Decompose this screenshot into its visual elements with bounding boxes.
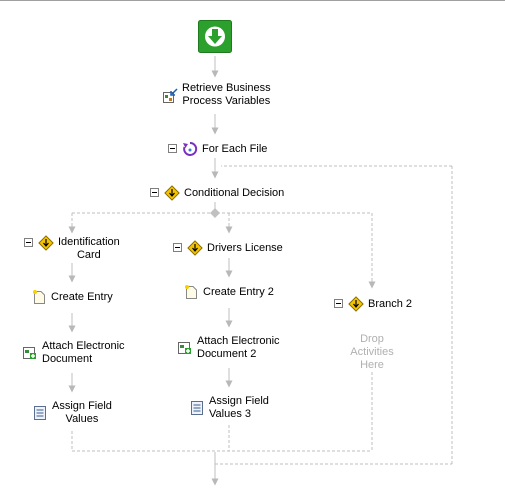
loop-icon xyxy=(182,141,198,157)
activity-retrieve-variables[interactable]: Retrieve Business Process Variables xyxy=(162,82,271,108)
assign-field-3-line2: Values 3 xyxy=(209,408,251,420)
activity-assign-field-values-3[interactable]: Assign Field Values 3 xyxy=(189,395,269,421)
attach-doc-2-line1: Attach Electronic xyxy=(197,335,280,347)
collapse-toggle[interactable] xyxy=(24,238,33,247)
conditional-label: Conditional Decision xyxy=(184,187,285,199)
activity-attach-electronic-document[interactable]: Attach Electronic Document xyxy=(22,340,125,366)
branch-2[interactable]: Branch 2 xyxy=(334,296,412,312)
start-node[interactable] xyxy=(198,20,232,53)
branch-id-line1: Identification xyxy=(58,236,120,248)
branch-icon xyxy=(187,240,203,256)
drop-activities-zone[interactable]: Drop Activities Here xyxy=(342,333,402,372)
retrieve-label-line2: Process Variables xyxy=(182,95,271,107)
activity-for-each-file[interactable]: For Each File xyxy=(168,141,267,157)
attach-doc-line1: Attach Electronic xyxy=(42,340,125,352)
branch-2-label: Branch 2 xyxy=(368,298,413,310)
assign-field-line2: Values xyxy=(65,413,99,425)
attach-doc-2-line2: Document 2 xyxy=(197,348,257,360)
drop-line3: Here xyxy=(360,359,384,371)
create-entry-2-label: Create Entry 2 xyxy=(203,286,274,298)
create-entry-icon xyxy=(31,289,47,305)
retrieve-label-line1: Retrieve Business xyxy=(182,82,271,94)
attach-document-icon xyxy=(177,340,193,356)
branch-icon xyxy=(348,296,364,312)
drop-line2: Activities xyxy=(350,346,394,358)
create-entry-label: Create Entry xyxy=(51,291,113,303)
branch-id-line2: Card xyxy=(76,249,101,261)
activity-attach-electronic-document-2[interactable]: Attach Electronic Document 2 xyxy=(177,335,280,361)
assign-field-icon xyxy=(189,400,205,416)
activity-conditional-decision[interactable]: Conditional Decision xyxy=(150,185,284,201)
retrieve-variables-icon xyxy=(162,88,178,104)
drop-line1: Drop xyxy=(360,333,384,345)
attach-doc-label: Attach Electronic Document xyxy=(42,340,125,366)
branch-icon xyxy=(38,235,54,251)
activity-assign-field-values[interactable]: Assign Field Values xyxy=(32,400,112,426)
assign-field-line1: Assign Field xyxy=(52,400,112,412)
collapse-toggle[interactable] xyxy=(150,188,159,197)
start-arrow-icon xyxy=(198,20,232,53)
activity-create-entry[interactable]: Create Entry xyxy=(31,289,113,305)
collapse-toggle[interactable] xyxy=(334,299,343,308)
branch-identification-card[interactable]: Identification Card xyxy=(24,235,120,262)
for-each-label: For Each File xyxy=(202,143,268,155)
collapse-toggle[interactable] xyxy=(168,144,177,153)
activity-create-entry-2[interactable]: Create Entry 2 xyxy=(183,284,274,300)
assign-field-icon xyxy=(32,405,48,421)
assign-field-3-line1: Assign Field xyxy=(209,395,269,407)
attach-document-icon xyxy=(22,345,38,361)
drivers-license-label: Drivers License xyxy=(207,242,283,254)
branch-drivers-license[interactable]: Drivers License xyxy=(173,240,283,256)
decision-icon xyxy=(164,185,180,201)
collapse-toggle[interactable] xyxy=(173,243,182,252)
attach-doc-line2: Document xyxy=(42,353,93,365)
top-border xyxy=(0,0,505,1)
create-entry-icon xyxy=(183,284,199,300)
